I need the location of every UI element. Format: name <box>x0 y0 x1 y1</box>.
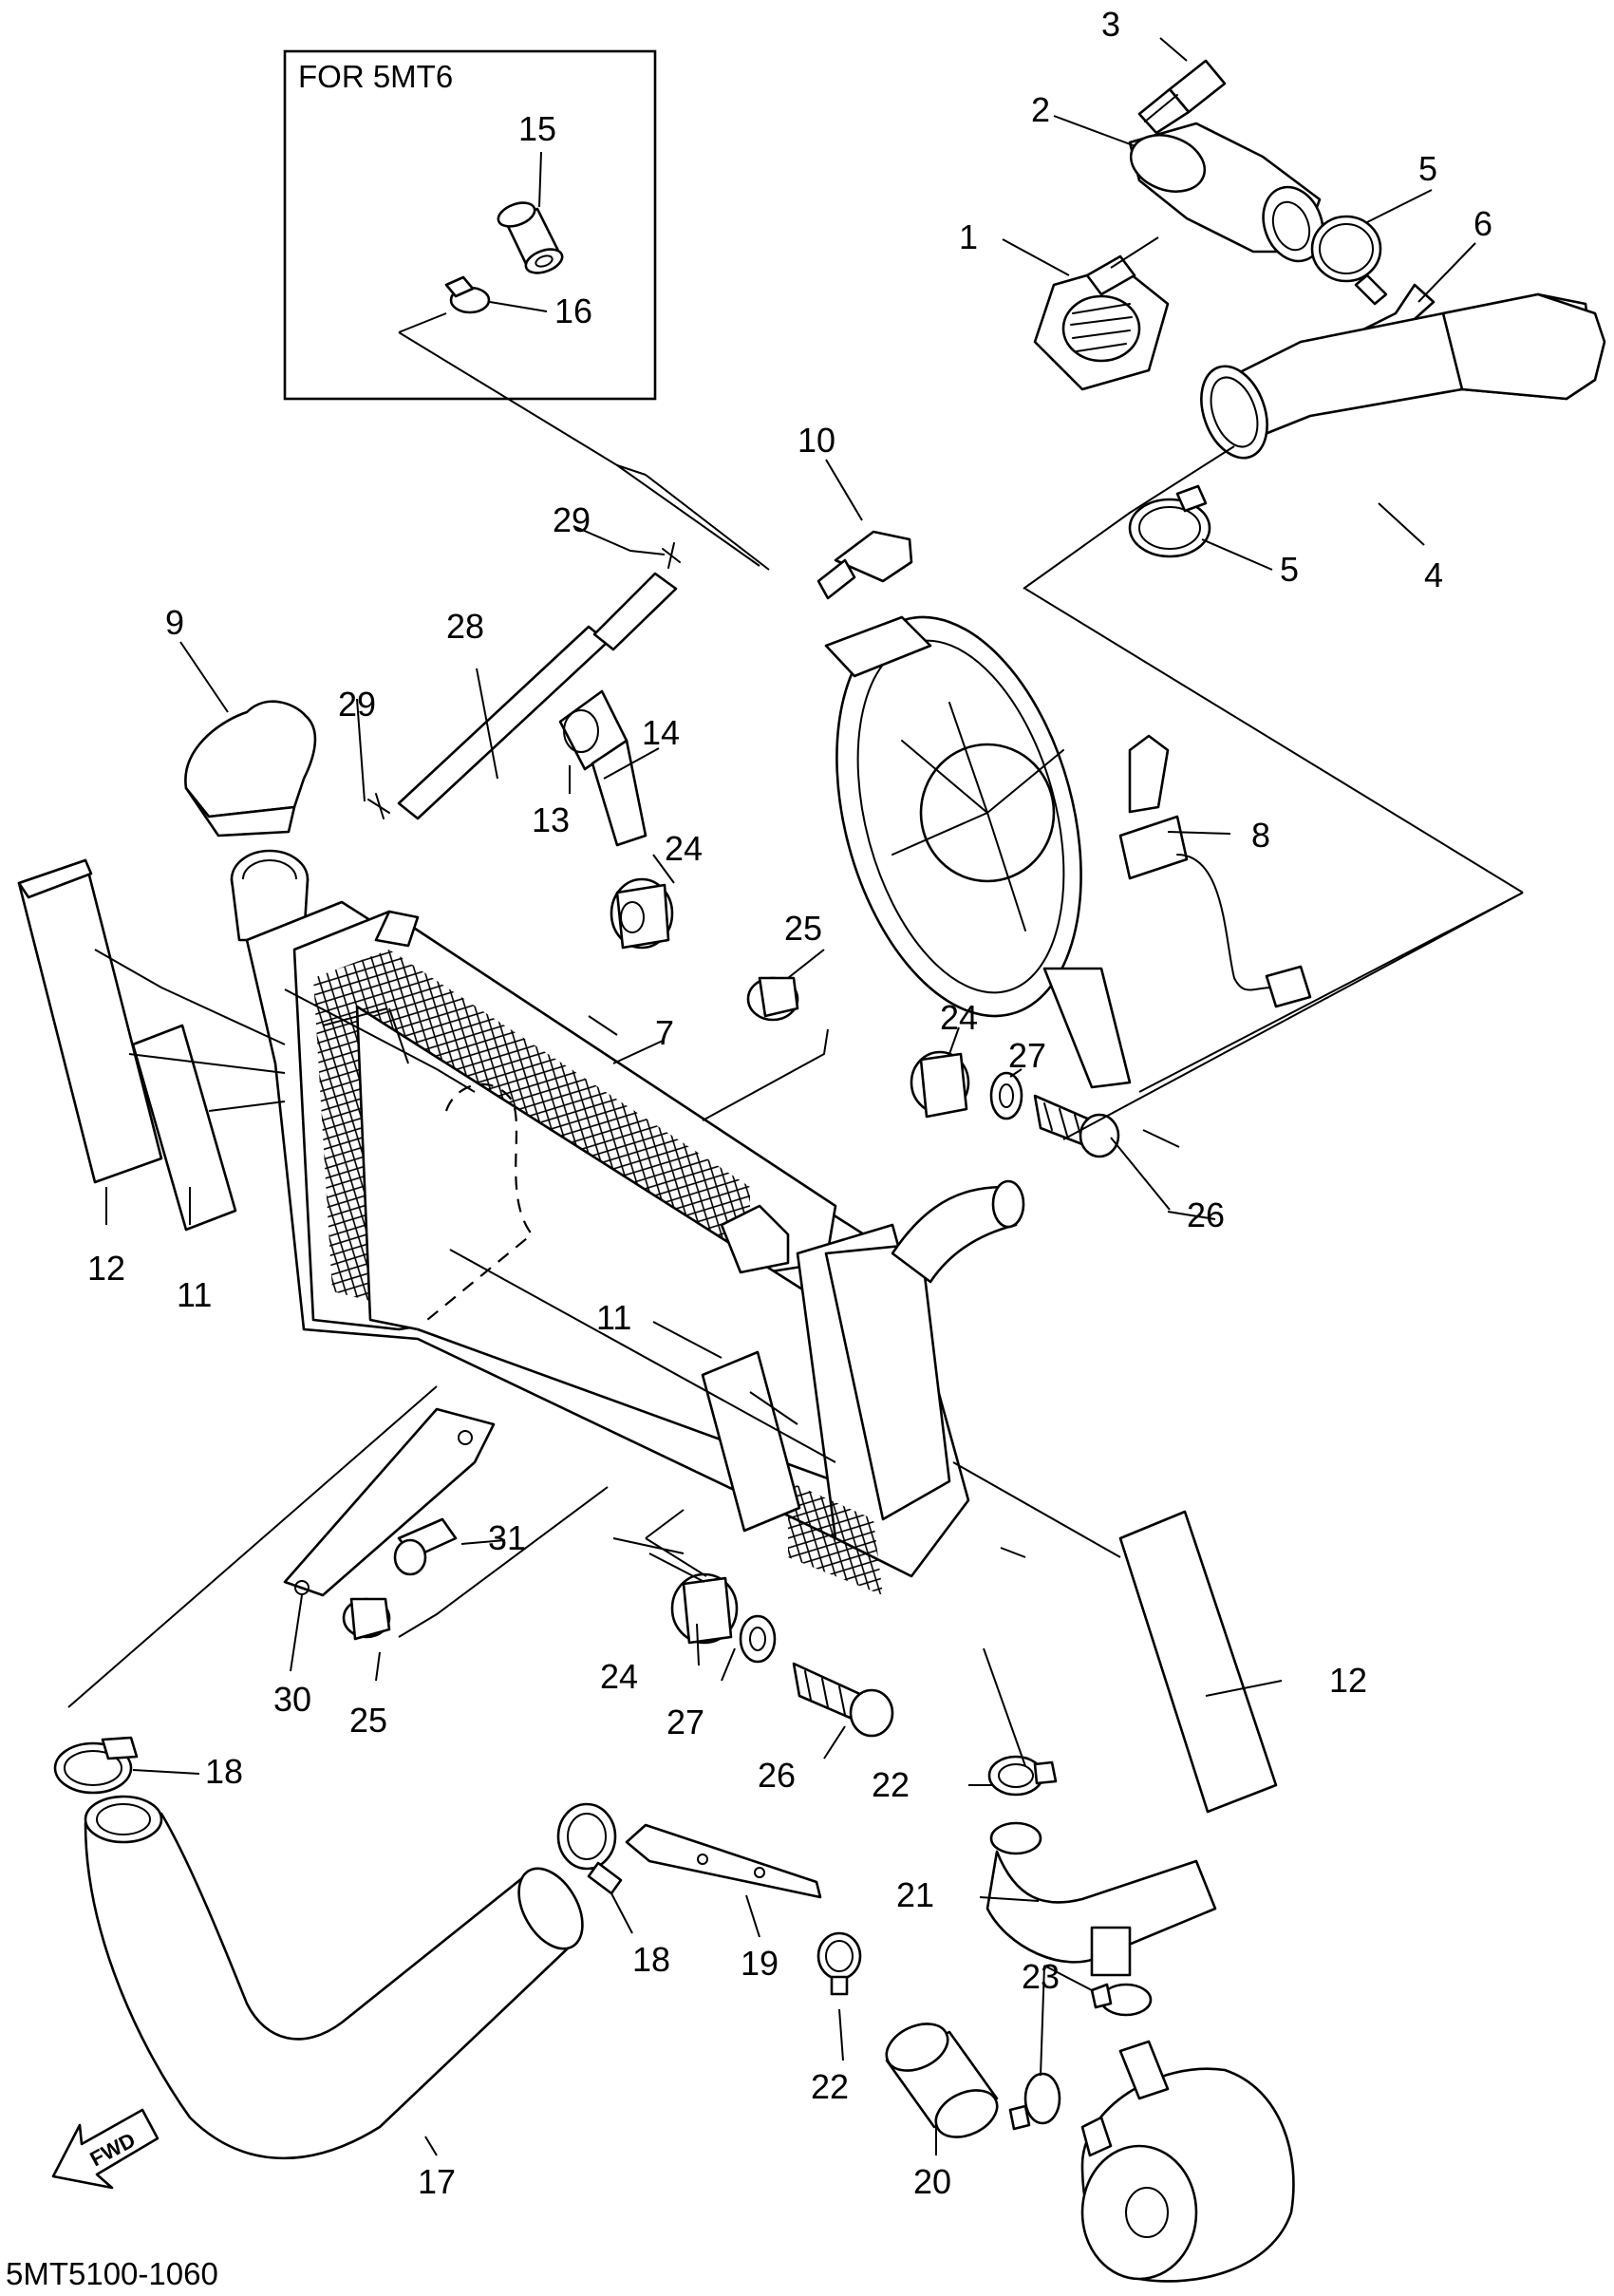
callout-2: 2 <box>1031 90 1050 129</box>
callout-6: 6 <box>1473 204 1492 243</box>
callout-20: 20 <box>913 2162 951 2201</box>
leader-16 <box>489 301 548 312</box>
part-24-damper-c <box>670 1572 739 1645</box>
callout-10: 10 <box>798 421 835 460</box>
leader-lines <box>67 37 1524 2156</box>
callout-7: 7 <box>655 1013 674 1052</box>
part-24-damper-a <box>610 877 674 950</box>
part-25-collar-lower <box>342 1597 391 1641</box>
part-25-collar-upper <box>746 976 799 1022</box>
leader-15 <box>538 151 542 208</box>
callout-11-center: 11 <box>596 1298 631 1337</box>
inset-5mt6: FOR 5MT6 <box>283 49 657 401</box>
part-14-bracket <box>591 739 647 847</box>
inset-leader <box>398 312 647 476</box>
callout-12-right: 12 <box>1329 1661 1367 1700</box>
callout-24-c: 24 <box>600 1657 638 1696</box>
callout-29-lower: 29 <box>338 685 376 724</box>
callout-23: 23 <box>1022 1957 1060 1996</box>
callout-12-left: 12 <box>87 1249 125 1288</box>
part-19-stay <box>625 1823 822 1899</box>
part-20-hose <box>885 2023 999 2138</box>
callout-18-center: 18 <box>632 1940 670 1979</box>
callout-19: 19 <box>741 1944 779 1983</box>
part-18-hose-clamp-left <box>53 1736 139 1795</box>
part-27-washer-upper <box>989 1071 1023 1120</box>
callout-26-lower: 26 <box>758 1756 796 1795</box>
part-9-radiator-cap <box>184 700 317 837</box>
callout-18-left: 18 <box>205 1752 243 1791</box>
callout-27-lower: 27 <box>666 1703 704 1741</box>
part-18-hose-clamp-center <box>556 1802 623 1895</box>
part-26-bolt-lower <box>792 1662 894 1738</box>
callout-31: 31 <box>488 1518 526 1557</box>
part-29-clip-upper <box>662 542 681 569</box>
callout-9: 9 <box>165 603 184 642</box>
fwd-arrow-icon: FWD <box>51 2108 160 2190</box>
part-5-hose-clamp-lower <box>1128 484 1211 558</box>
part-12-pad-left <box>17 858 163 1184</box>
callout-11-left: 11 <box>177 1275 212 1314</box>
callout-26-upper: 26 <box>1187 1195 1225 1234</box>
callout-15: 15 <box>518 109 556 148</box>
part-22-clamp-left <box>816 1931 862 1996</box>
part-17-radiator-hose-lower <box>84 1795 584 2160</box>
callout-14: 14 <box>642 713 680 752</box>
part-12-pad-right <box>1118 1510 1278 1814</box>
part-8-cooling-fan <box>824 615 1312 1089</box>
callout-3: 3 <box>1101 5 1120 44</box>
inset-title: FOR 5MT6 <box>298 59 453 94</box>
diagram-code: 5MT5100-1060 <box>6 2256 218 2291</box>
callout-24-b: 24 <box>940 998 978 1037</box>
callout-13: 13 <box>532 800 570 839</box>
part-27-washer-lower <box>739 1614 777 1664</box>
part-11-pad-left <box>131 1024 237 1232</box>
callout-5-lower: 5 <box>1280 550 1299 589</box>
part-21-hose <box>985 1821 1217 1977</box>
callout-21: 21 <box>896 1875 934 1914</box>
part-26-bolt-upper <box>1033 1094 1120 1158</box>
part-5-hose-clamp-upper <box>1310 215 1388 306</box>
callout-29-upper: 29 <box>553 500 591 539</box>
part-3-bolt <box>1137 59 1227 135</box>
callout-22-right: 22 <box>872 1765 910 1804</box>
callout-16: 16 <box>554 292 592 330</box>
part-23-clamp-upper <box>1090 1983 1153 2017</box>
callout-30: 30 <box>273 1680 311 1719</box>
callout-numbers: 3 2 1 5 6 5 4 10 8 29 28 9 29 14 13 24 2… <box>87 5 1492 2201</box>
callout-25-upper: 25 <box>784 909 822 948</box>
part-10-bolt <box>816 530 913 600</box>
callout-17: 17 <box>418 2162 456 2201</box>
part-22-clamp-right <box>987 1755 1058 1797</box>
part-30-bracket <box>283 1407 496 1597</box>
inset-leader-2 <box>616 464 770 571</box>
part-2-thermostat-cover <box>1128 122 1324 263</box>
part-4-radiator-hose-upper <box>1200 292 1606 460</box>
part-15-hose-sleeve <box>497 201 564 274</box>
callout-24-a: 24 <box>665 829 703 868</box>
part-1-thermostat <box>1033 254 1170 391</box>
part-24-damper-b <box>910 1050 970 1119</box>
part-11-pad-center <box>701 1350 801 1533</box>
callout-4: 4 <box>1424 555 1443 594</box>
callout-28: 28 <box>446 607 484 646</box>
part-29-clip-lower <box>367 793 390 819</box>
callout-8: 8 <box>1251 816 1270 855</box>
callout-5-upper: 5 <box>1418 149 1437 188</box>
part-31-bolt <box>393 1517 458 1576</box>
callout-27-upper: 27 <box>1008 1036 1046 1075</box>
callout-22-left: 22 <box>811 2067 849 2106</box>
callout-1: 1 <box>959 217 978 256</box>
oil-cooler <box>1080 2040 1295 2283</box>
part-28-tube <box>397 572 678 820</box>
part-16-clip <box>444 275 491 314</box>
part-23-clamp-lower <box>1008 2072 1061 2131</box>
callout-25-lower: 25 <box>349 1701 387 1740</box>
